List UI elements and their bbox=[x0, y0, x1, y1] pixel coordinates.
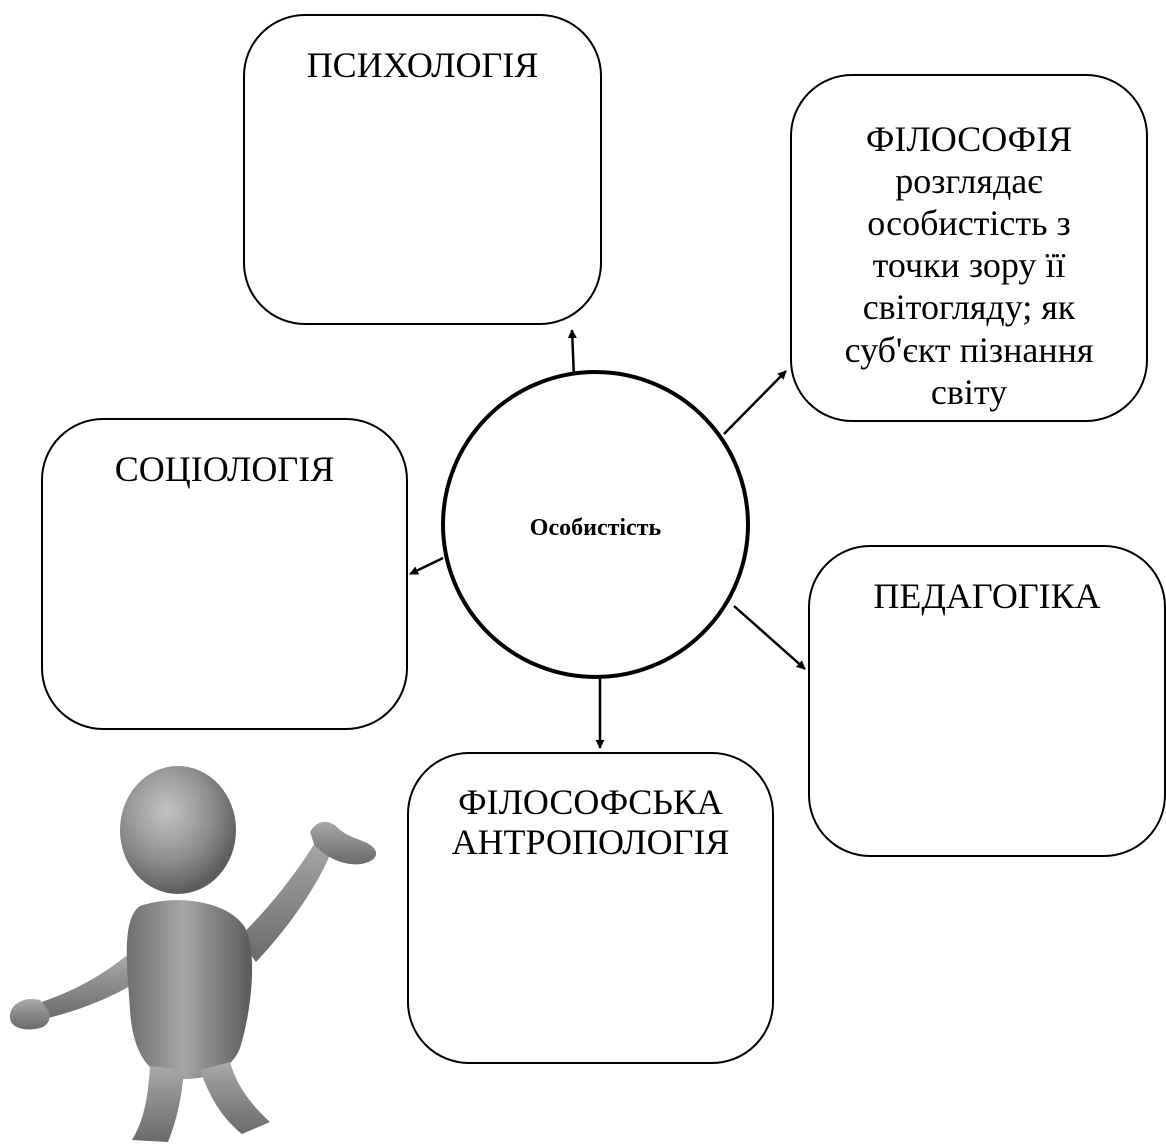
philosophy-text-line-4: світогляду; як bbox=[862, 287, 1076, 328]
philosophy-text-line-5: суб'єкт пізнання bbox=[844, 329, 1094, 370]
psychology-box: ПСИХОЛОГІЯ bbox=[243, 14, 602, 325]
arrow-to-sociology bbox=[409, 556, 444, 576]
3d-person-presenting-icon bbox=[9, 766, 377, 1142]
anthropology-title-line-1: ФІЛОСОФСЬКА bbox=[458, 782, 723, 822]
personality-label: Особистість bbox=[529, 515, 662, 541]
sociology-box: СОЦІОЛОГІЯ bbox=[41, 418, 408, 730]
anthropology-title-line-2: АНТРОПОЛОГІЯ bbox=[451, 822, 730, 863]
philosophical-anthropology-box: ФІЛОСОФСЬКА АНТРОПОЛОГІЯ bbox=[407, 752, 774, 1064]
philosophy-text-line-1: розглядає bbox=[895, 161, 1043, 202]
arrow-to-philosophy bbox=[723, 370, 787, 435]
psychology-title: ПСИХОЛОГІЯ bbox=[306, 45, 539, 85]
personality-circle: Особистість bbox=[441, 370, 750, 679]
pedagogy-title: ПЕДАГОГІКА bbox=[873, 576, 1101, 616]
sociology-title: СОЦІОЛОГІЯ bbox=[114, 449, 335, 489]
arrow-to-pedagogy bbox=[733, 605, 806, 670]
philosophy-text-line-6: світу bbox=[930, 371, 1008, 412]
philosophy-box: ФІЛОСОФІЯ розглядає особистість з точки … bbox=[790, 74, 1148, 422]
philosophy-text-line-3: точки зору її bbox=[872, 245, 1066, 286]
pedagogy-box: ПЕДАГОГІКА bbox=[808, 545, 1166, 857]
philosophy-text-line-2: особистість з bbox=[867, 203, 1071, 244]
philosophy-title: ФІЛОСОФІЯ bbox=[865, 119, 1073, 159]
